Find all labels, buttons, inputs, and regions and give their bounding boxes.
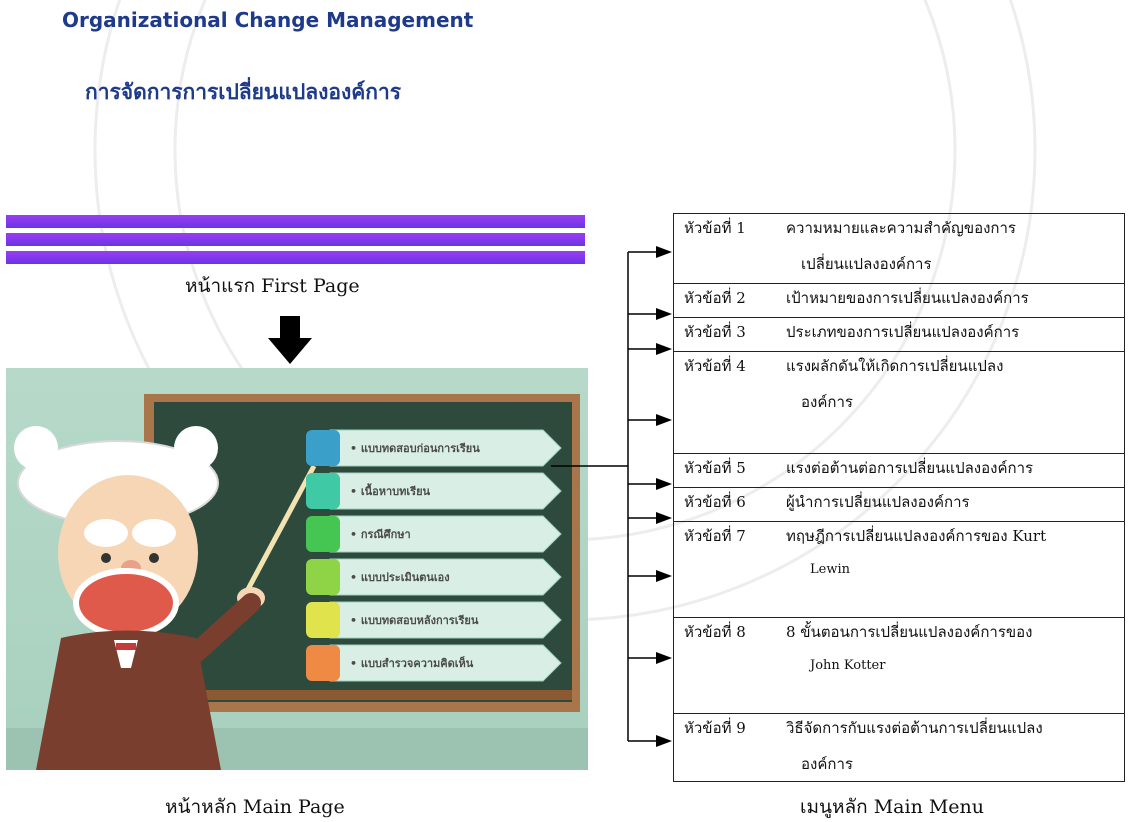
board-button-label: • เนื้อหาบทเรียน <box>350 483 431 498</box>
first-page-bar-3 <box>6 251 585 264</box>
button-color-tab <box>306 516 340 552</box>
first-page-bar-2 <box>6 233 585 246</box>
menu-row-8[interactable]: หัวข้อที่ 8 8 ขั้นตอนการเปลี่ยนแปลงองค์ก… <box>674 618 1124 714</box>
board-button-5[interactable]: • แบบทดสอบหลังการเรียน <box>306 601 562 639</box>
menu-row-5[interactable]: หัวข้อที่ 5 แรงต่อต้านต่อการเปลี่ยนแปลงอ… <box>674 454 1124 488</box>
menu-row-1[interactable]: หัวข้อที่ 1 ความหมายและความสำคัญของการ เ… <box>674 214 1124 284</box>
arrow-right-icon <box>656 414 672 426</box>
board-button-2[interactable]: • เนื้อหาบทเรียน <box>306 472 562 510</box>
board-button-label: • แบบสำรวจความคิดเห็น <box>350 656 474 670</box>
main-page-screenshot: • แบบทดสอบก่อนการเรียน • เนื้อหาบทเรียน • … <box>6 368 588 770</box>
arrow-right-icon <box>656 512 672 524</box>
main-page-label: หน้าหลัก Main Page <box>165 796 345 818</box>
board-button-label: • แบบทดสอบก่อนการเรียน <box>350 442 480 455</box>
menu-row-4[interactable]: หัวข้อที่ 4 แรงผลักดันให้เกิดการเปลี่ยนแ… <box>674 352 1124 454</box>
board-button-4[interactable]: • แบบประเมินตนเอง <box>306 558 562 596</box>
menu-row-6[interactable]: หัวข้อที่ 6 ผู้นำการเปลี่ยนแปลงองค์การ <box>674 488 1124 522</box>
first-page-bar-1 <box>6 215 585 228</box>
arrow-down-icon <box>268 316 312 364</box>
board-button-6[interactable]: • แบบสำรวจความคิดเห็น <box>306 644 562 682</box>
main-menu-table: หัวข้อที่ 1 ความหมายและความสำคัญของการ เ… <box>673 213 1125 782</box>
arrow-right-icon <box>656 246 672 258</box>
menu-row-9[interactable]: หัวข้อที่ 9 วิธีจัดการกับแรงต่อต้านการเป… <box>684 719 1043 773</box>
board-button-label: • แบบประเมินตนเอง <box>350 571 450 584</box>
menu-row-3[interactable]: หัวข้อที่ 3 ประเภทของการเปลี่ยนแปลงองค์ก… <box>674 318 1124 352</box>
button-color-tab <box>306 645 340 681</box>
arrow-right-icon <box>656 478 672 490</box>
main-page-illustration: • แบบทดสอบก่อนการเรียน • เนื้อหาบทเรียน • … <box>6 394 588 770</box>
arrow-right-icon <box>656 570 672 582</box>
menu-row-2[interactable]: หัวข้อที่ 2 เป้าหมายของการเปลี่ยนแปลงองค… <box>674 284 1124 318</box>
title-thai: การจัดการการเปลี่ยนแปลงองค์การ <box>85 80 402 104</box>
main-menu-label: เมนูหลัก Main Menu <box>800 796 985 818</box>
arrow-right-icon <box>656 735 672 747</box>
board-menu-buttons: • แบบทดสอบก่อนการเรียน • เนื้อหาบทเรียน • … <box>306 429 562 682</box>
first-page-label: หน้าแรก First Page <box>185 275 360 297</box>
board-button-1[interactable]: • แบบทดสอบก่อนการเรียน <box>306 429 562 467</box>
arrow-right-icon <box>656 652 672 664</box>
button-color-tab <box>306 559 340 595</box>
menu-row-7[interactable]: หัวข้อที่ 7 ทฤษฎีการเปลี่ยนแปลงองค์การขอ… <box>674 522 1124 618</box>
button-color-tab <box>306 430 340 466</box>
board-button-3[interactable]: • กรณีศึกษา <box>306 515 562 553</box>
board-button-label: • กรณีศึกษา <box>350 528 411 541</box>
board-button-label: • แบบทดสอบหลังการเรียน <box>350 614 479 627</box>
arrow-right-icon <box>656 308 672 320</box>
title-english: Organizational Change Management <box>62 8 474 32</box>
button-color-tab <box>306 473 340 509</box>
button-color-tab <box>306 602 340 638</box>
arrow-right-icon <box>656 343 672 355</box>
